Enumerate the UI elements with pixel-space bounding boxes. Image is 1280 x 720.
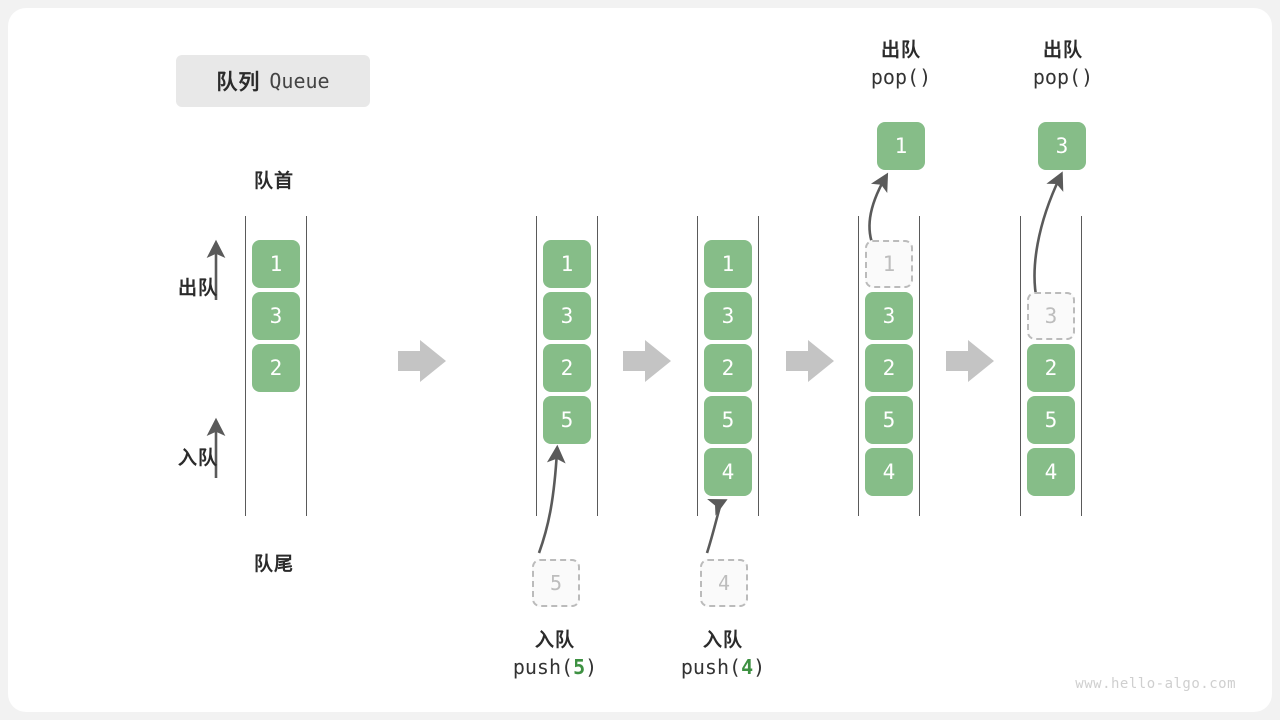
queue-element-new: 5 bbox=[543, 396, 591, 444]
pop-3-caption: 出队 pop() bbox=[993, 38, 1133, 91]
queue-rail-after-push-4: 1 3 2 5 4 bbox=[697, 216, 759, 516]
rail-edge-left bbox=[536, 216, 537, 516]
push-5-caption: 入队 push(5) bbox=[485, 628, 625, 681]
code-suffix: ) bbox=[1081, 65, 1094, 89]
queue-rail-after-pop-1: 1 3 2 5 4 bbox=[858, 216, 920, 516]
queue-element: 3 bbox=[252, 292, 300, 340]
code-arg: 4 bbox=[741, 655, 754, 679]
queue-element-new: 4 bbox=[704, 448, 752, 496]
rail-edge-left bbox=[245, 216, 246, 516]
queue-element: 5 bbox=[1027, 396, 1075, 444]
title-cn: 队列 bbox=[216, 71, 261, 94]
pop-direction-label: 出队 bbox=[177, 278, 218, 299]
queue-element: 2 bbox=[704, 344, 752, 392]
pop-1-caption: 出队 pop() bbox=[831, 38, 971, 91]
rail-edge-right bbox=[597, 216, 598, 516]
queue-tail-caption: 队尾 bbox=[253, 554, 294, 575]
push-4-caption-code: push(4) bbox=[653, 653, 793, 681]
queue-element-leaving: 1 bbox=[865, 240, 913, 288]
push-4-caption-cn: 入队 bbox=[702, 630, 743, 651]
code-suffix: ) bbox=[753, 655, 766, 679]
code-suffix: ) bbox=[585, 655, 598, 679]
queue-element: 3 bbox=[543, 292, 591, 340]
queue-rail-initial: 1 3 2 bbox=[245, 216, 307, 516]
diagram-overlay bbox=[206, 171, 1064, 554]
queue-element: 3 bbox=[704, 292, 752, 340]
push-5-caption-code: push(5) bbox=[485, 653, 625, 681]
queue-rail-after-pop-3: 3 2 5 4 bbox=[1020, 216, 1082, 516]
rail-edge-right bbox=[758, 216, 759, 516]
rail-edge-left bbox=[858, 216, 859, 516]
pop-1-caption-cn: 出队 bbox=[880, 40, 921, 61]
queue-element: 4 bbox=[865, 448, 913, 496]
queue-element: 2 bbox=[543, 344, 591, 392]
staged-element-4: 4 bbox=[700, 559, 748, 607]
code-prefix: pop( bbox=[870, 65, 920, 89]
popped-element-1: 1 bbox=[877, 122, 925, 170]
queue-element: 1 bbox=[252, 240, 300, 288]
queue-element: 2 bbox=[1027, 344, 1075, 392]
queue-element: 1 bbox=[704, 240, 752, 288]
queue-element: 5 bbox=[704, 396, 752, 444]
rail-edge-right bbox=[1081, 216, 1082, 516]
queue-element: 2 bbox=[252, 344, 300, 392]
queue-element: 4 bbox=[1027, 448, 1075, 496]
queue-head-caption: 队首 bbox=[253, 171, 294, 192]
pop-3-caption-cn: 出队 bbox=[1042, 40, 1083, 61]
queue-element: 2 bbox=[865, 344, 913, 392]
code-prefix: pop( bbox=[1032, 65, 1082, 89]
rail-edge-right bbox=[306, 216, 307, 516]
title-badge: 队列 Queue bbox=[176, 55, 370, 107]
watermark: www.hello-algo.com bbox=[1075, 676, 1236, 692]
code-prefix: push( bbox=[680, 655, 742, 679]
code-suffix: ) bbox=[919, 65, 932, 89]
queue-rail-after-push-5: 1 3 2 5 bbox=[536, 216, 598, 516]
push-4-caption: 入队 push(4) bbox=[653, 628, 793, 681]
code-arg: 5 bbox=[573, 655, 586, 679]
queue-element: 3 bbox=[865, 292, 913, 340]
pop-1-caption-code: pop() bbox=[831, 63, 971, 91]
popped-element-3: 3 bbox=[1038, 122, 1086, 170]
staged-element-5: 5 bbox=[532, 559, 580, 607]
rail-edge-left bbox=[697, 216, 698, 516]
diagram-card: 队列 Queue 队首 队尾 出队 入队 1 3 2 1 3 2 5 5 入队 … bbox=[8, 8, 1272, 712]
queue-element: 5 bbox=[865, 396, 913, 444]
queue-element: 1 bbox=[543, 240, 591, 288]
title-en: Queue bbox=[269, 69, 330, 93]
rail-edge-left bbox=[1020, 216, 1021, 516]
pop-3-caption-code: pop() bbox=[993, 63, 1133, 91]
queue-element-leaving: 3 bbox=[1027, 292, 1075, 340]
push-direction-label: 入队 bbox=[177, 448, 218, 469]
code-prefix: push( bbox=[512, 655, 574, 679]
rail-edge-right bbox=[919, 216, 920, 516]
push-5-caption-cn: 入队 bbox=[534, 630, 575, 651]
